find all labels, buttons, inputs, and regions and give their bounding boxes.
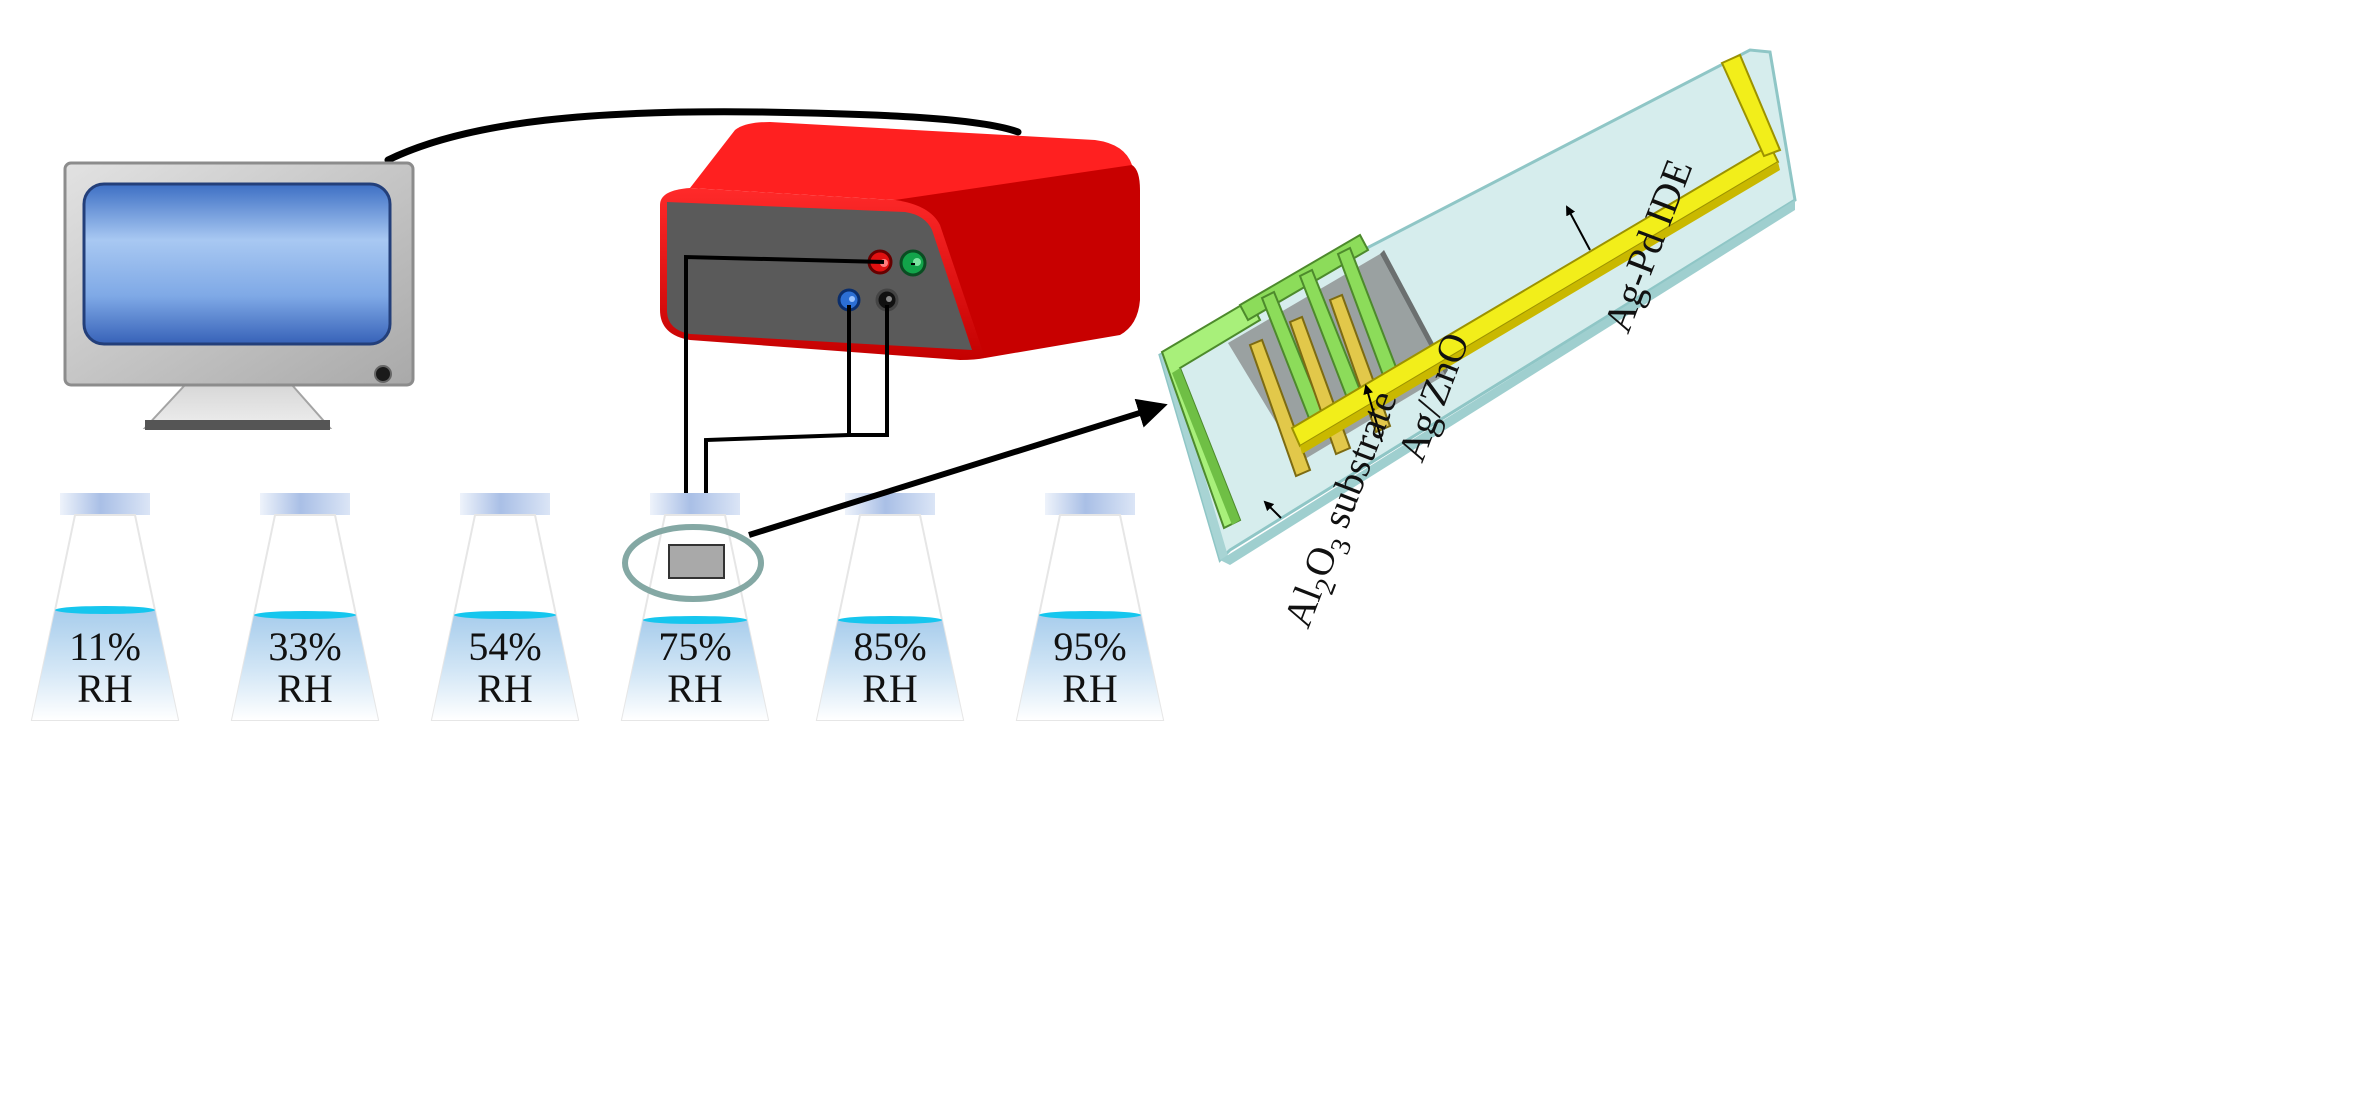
computer-monitor <box>63 161 415 430</box>
ide-pointer <box>1566 205 1591 251</box>
instrument-top <box>690 122 1132 200</box>
flask-solution <box>432 615 578 720</box>
flask-solution <box>817 620 963 720</box>
data-cable <box>384 108 1022 164</box>
water-surface <box>55 606 155 614</box>
flask-lid <box>845 493 935 515</box>
flask: 33%RH <box>230 493 380 721</box>
monitor-power-icon <box>374 365 392 383</box>
flask-lid <box>60 493 150 515</box>
water-surface <box>642 616 748 624</box>
flask-solution <box>32 610 178 720</box>
flask-lid <box>1045 493 1135 515</box>
flask: 85%RH <box>815 493 965 721</box>
ide-finger <box>1248 338 1312 478</box>
zoom-arrow <box>748 398 1168 538</box>
instrument-front-panel <box>667 202 972 350</box>
water-surface <box>454 611 556 619</box>
flask: 11%RH <box>30 493 180 721</box>
water-surface <box>1039 611 1141 619</box>
humidity-value-label: 75% <box>658 624 731 669</box>
flask-lid <box>650 493 740 515</box>
humidity-value-label: 54% <box>468 624 541 669</box>
flask-solution <box>1017 615 1163 720</box>
sensor-highlight-circle <box>622 524 764 602</box>
humidity-unit-label: RH <box>862 666 918 711</box>
flask-lid <box>460 493 550 515</box>
flask-solution <box>232 615 378 720</box>
water-surface <box>837 616 943 624</box>
sensor-enlarged: Ag-Pd IDE Ag/ZnO Al2O3 substrate <box>1158 48 1797 633</box>
flask: 75%RH <box>620 493 770 721</box>
measurement-instrument <box>660 122 1140 360</box>
flask-lid <box>260 493 350 515</box>
film-pointer <box>1363 384 1383 443</box>
humidity-value-label: 11% <box>69 624 141 669</box>
monitor-screen <box>82 182 392 346</box>
humidity-value-label: 95% <box>1053 624 1126 669</box>
humidity-unit-label: RH <box>77 666 133 711</box>
water-surface <box>254 611 356 619</box>
substrate-pointer <box>1263 500 1282 519</box>
flask-solution <box>622 620 768 720</box>
humidity-unit-label: RH <box>1062 666 1118 711</box>
humidity-value-label: 85% <box>853 624 926 669</box>
humidity-unit-label: RH <box>667 666 723 711</box>
humidity-value-label: 33% <box>268 624 341 669</box>
ide-electrode-arm <box>1720 53 1782 158</box>
flask: 95%RH <box>1015 493 1165 721</box>
humidity-unit-label: RH <box>277 666 333 711</box>
flask: 54%RH <box>430 493 580 721</box>
sensor-chip <box>668 544 725 579</box>
humidity-unit-label: RH <box>477 666 533 711</box>
instrument-side <box>895 165 1140 358</box>
